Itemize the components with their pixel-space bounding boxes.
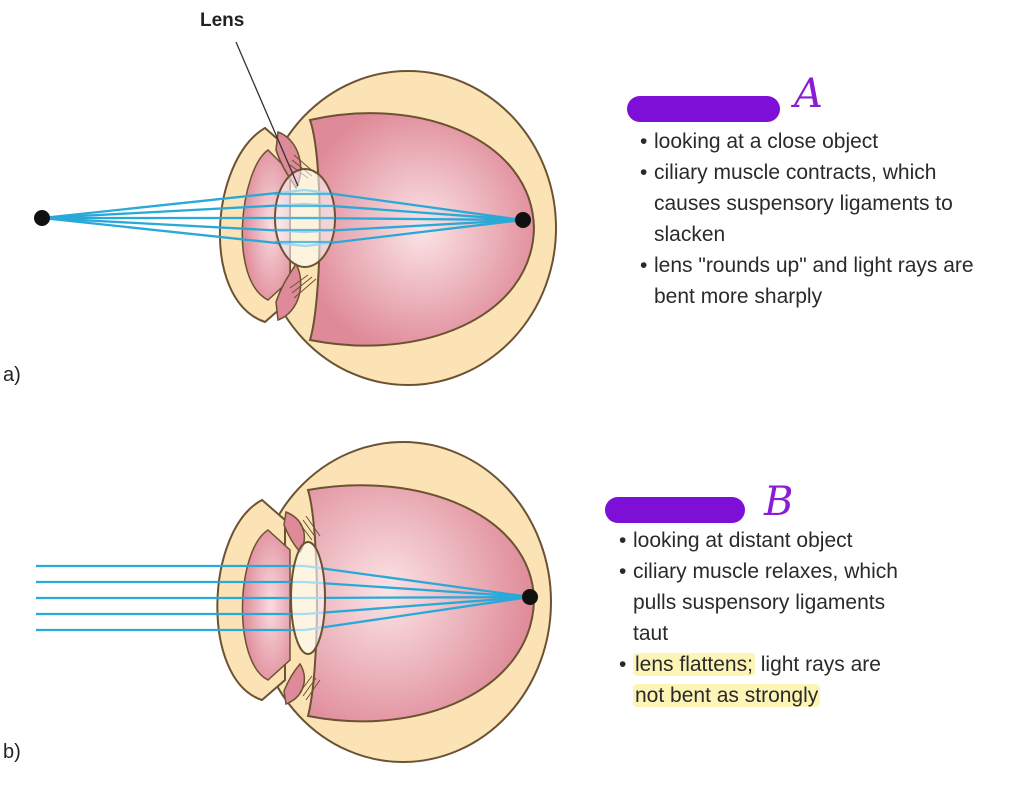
eye-diagram-near [34,41,557,386]
redaction-bar [627,96,780,122]
focal-point [515,212,531,228]
note-item: ciliary muscle contracts, which causes s… [640,157,1000,250]
lens [290,541,326,655]
notes-list-a: looking at a close object ciliary muscle… [640,126,1000,312]
note-item: lens flattens; light rays are not bent a… [619,649,919,711]
ciliary-body-lower [283,662,306,706]
note-text: light rays are [754,653,881,676]
note-item: ciliary muscle relaxes, which pulls susp… [619,556,913,649]
anterior-chamber [241,529,291,681]
note-item: looking at a close object [640,126,1000,157]
highlighted-text: not bent as strongly [633,684,821,707]
redaction-bar [605,497,745,523]
handwritten-letter-b: B [764,479,794,525]
focal-point [522,589,538,605]
object-point [34,210,50,226]
anterior-chamber [241,149,291,301]
note-item: lens "rounds up" and light rays are bent… [640,250,994,312]
panel-label-b: b) [3,741,21,763]
note-item: looking at distant object [619,525,919,556]
panel-label-a: a) [3,364,21,386]
notes-list-b: looking at distant object ciliary muscle… [619,525,919,711]
handwritten-letter-a: A [794,71,823,117]
highlighted-text: lens flattens; [633,653,755,676]
eye-diagram-far [36,441,552,763]
suspensory-ligaments [299,515,321,701]
lens-label: Lens [200,10,245,31]
lens-pointer-line [235,41,299,187]
light-rays-through-lens [275,192,335,244]
